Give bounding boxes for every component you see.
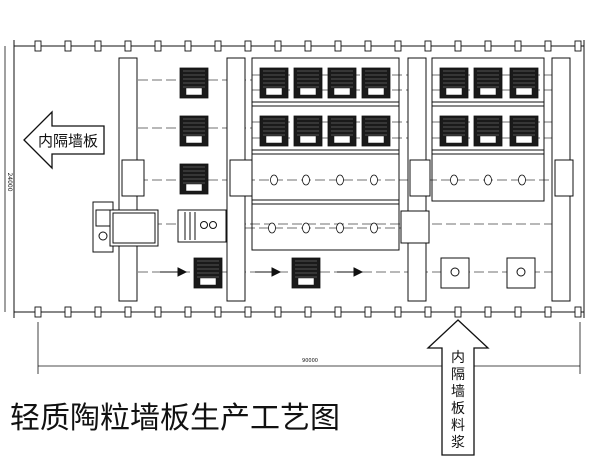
column-marker — [394, 40, 402, 52]
page-title: 轻质陶粒墙板生产工艺图 — [10, 401, 340, 436]
rail-wheel — [484, 174, 492, 186]
feed-station — [92, 201, 430, 253]
column-marker — [334, 306, 342, 318]
rail-wheel — [302, 174, 310, 186]
column-marker — [544, 40, 552, 52]
column-marker — [124, 306, 132, 318]
column-marker — [544, 306, 552, 318]
column-marker — [154, 40, 162, 52]
mold-unit — [509, 115, 539, 147]
column-marker — [184, 306, 192, 318]
column-marker — [244, 40, 252, 52]
column-marker — [154, 306, 162, 318]
mold-unit — [439, 115, 469, 147]
curing-block-right — [431, 57, 545, 202]
column-marker — [334, 40, 342, 52]
column-marker — [304, 40, 312, 52]
rail-wheel — [518, 174, 526, 186]
rail-wheel — [450, 174, 458, 186]
output-arrow-left: 内隔墙板 — [23, 110, 105, 170]
mold-unit — [327, 67, 357, 99]
column-marker — [94, 306, 102, 318]
column-marker — [304, 306, 312, 318]
column-marker — [484, 306, 492, 318]
dimension-width: 90000 — [302, 358, 318, 364]
dimension-lines — [4, 46, 581, 374]
column-marker — [274, 40, 282, 52]
column-marker — [424, 306, 432, 318]
column-marker — [394, 306, 402, 318]
mold-unit — [179, 163, 209, 195]
mold-unit — [193, 257, 223, 289]
column-marker — [34, 306, 42, 318]
column-markers — [34, 40, 582, 318]
column-marker — [454, 40, 462, 52]
flow-arrows — [160, 267, 364, 277]
mold-unit — [439, 67, 469, 99]
mold-unit — [473, 67, 503, 99]
input-arrow-up-char: 料 — [451, 418, 465, 434]
mold-unit — [473, 115, 503, 147]
mold-unit — [361, 115, 391, 147]
dimension-height: 24000 — [6, 172, 13, 191]
input-arrow-up-char: 隔 — [451, 367, 465, 383]
rail-wheel — [302, 222, 310, 234]
mold-unit — [361, 67, 391, 99]
input-arrow-up-char: 内 — [451, 350, 465, 366]
column-marker — [364, 40, 372, 52]
rail-wheel — [270, 174, 278, 186]
mold-unit — [179, 115, 209, 147]
column-marker — [574, 306, 582, 318]
mold-unit — [293, 115, 323, 147]
column-marker — [574, 40, 582, 52]
column-marker — [514, 40, 522, 52]
mold-unit — [509, 67, 539, 99]
column-marker — [64, 40, 72, 52]
mold-unit — [293, 67, 323, 99]
input-arrow-up-char: 板 — [451, 401, 465, 417]
mold-unit — [179, 67, 209, 99]
column-marker — [34, 40, 42, 52]
column-marker — [124, 40, 132, 52]
rail-wheel — [370, 222, 378, 234]
rail-wheel — [336, 174, 344, 186]
rail-wheel — [268, 222, 276, 234]
mold-unit — [291, 257, 321, 289]
output-arrow-left-label: 内隔墙板 — [38, 132, 98, 150]
mold-unit — [259, 115, 289, 147]
column-marker — [424, 40, 432, 52]
column-marker — [454, 306, 462, 318]
output-stations — [440, 257, 536, 289]
rail-wheels — [268, 174, 526, 234]
input-arrow-up-char: 墙 — [451, 384, 465, 400]
column-marker — [94, 40, 102, 52]
curing-blocks — [251, 57, 545, 251]
column-marker — [484, 40, 492, 52]
column-marker — [364, 306, 372, 318]
rail-wheel — [336, 222, 344, 234]
input-arrow-up-char: 浆 — [451, 435, 465, 451]
output-station-1 — [440, 257, 470, 289]
column-marker — [514, 306, 522, 318]
column-marker — [274, 306, 282, 318]
column-marker — [244, 306, 252, 318]
column-marker — [214, 306, 222, 318]
mold-units — [179, 67, 539, 289]
rail-wheel — [370, 174, 378, 186]
mold-unit — [327, 115, 357, 147]
column-marker — [214, 40, 222, 52]
column-marker — [64, 306, 72, 318]
ferry-tracks — [118, 57, 574, 302]
mold-unit — [259, 67, 289, 99]
column-marker — [184, 40, 192, 52]
